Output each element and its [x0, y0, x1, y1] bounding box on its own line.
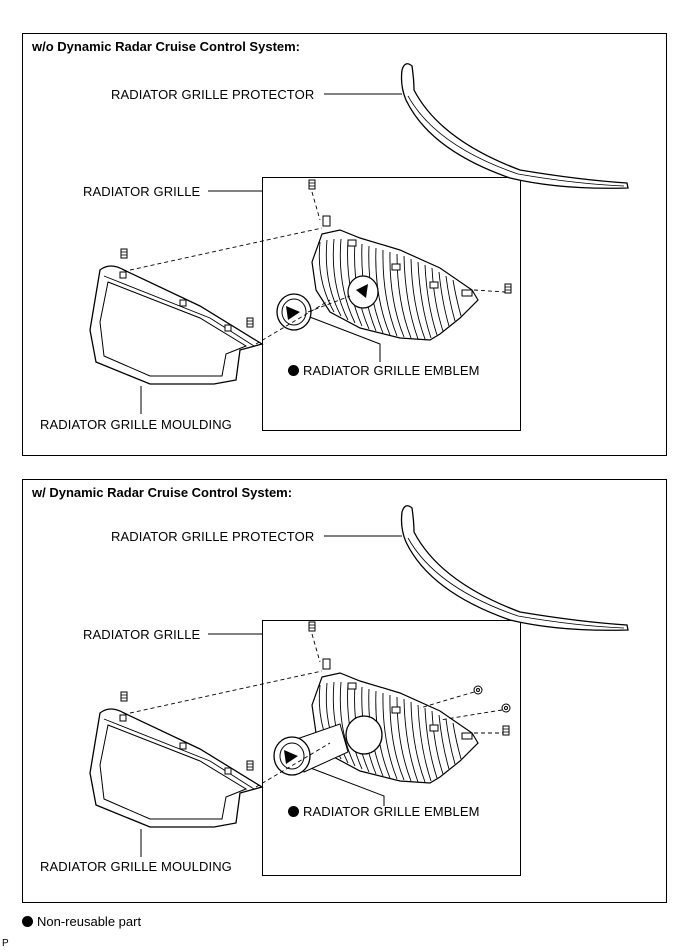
label-moulding: RADIATOR GRILLE MOULDING	[40, 417, 232, 432]
panel-without-radar	[22, 33, 667, 456]
label-grille: RADIATOR GRILLE	[83, 627, 201, 642]
panel-with-radar	[22, 479, 667, 903]
label-emblem: RADIATOR GRILLE EMBLEM	[288, 363, 480, 378]
legend-text: Non-reusable part	[37, 914, 142, 929]
legend: Non-reusable part	[22, 914, 141, 929]
protector-strip	[400, 505, 629, 631]
label-moulding: RADIATOR GRILLE MOULDING	[40, 859, 232, 874]
panel2-art	[89, 505, 629, 857]
grille-inset-box	[262, 177, 521, 431]
label-grille: RADIATOR GRILLE	[83, 184, 201, 199]
label-emblem: RADIATOR GRILLE EMBLEM	[288, 804, 480, 819]
emblem-part	[273, 723, 349, 776]
panel-title: w/o Dynamic Radar Cruise Control System:	[32, 39, 301, 54]
emblem-part	[276, 293, 312, 331]
label-protector: RADIATOR GRILLE PROTECTOR	[111, 87, 315, 102]
filled-circle-icon	[22, 916, 33, 927]
grille-inset-box	[262, 620, 521, 876]
non-reusable-icon	[288, 806, 299, 817]
label-protector: RADIATOR GRILLE PROTECTOR	[111, 529, 315, 544]
protector-strip	[400, 63, 629, 189]
panel1-art	[89, 63, 629, 414]
panel-title: w/ Dynamic Radar Cruise Control System:	[32, 485, 293, 500]
non-reusable-icon	[288, 365, 299, 376]
figure-code: P	[2, 938, 9, 949]
